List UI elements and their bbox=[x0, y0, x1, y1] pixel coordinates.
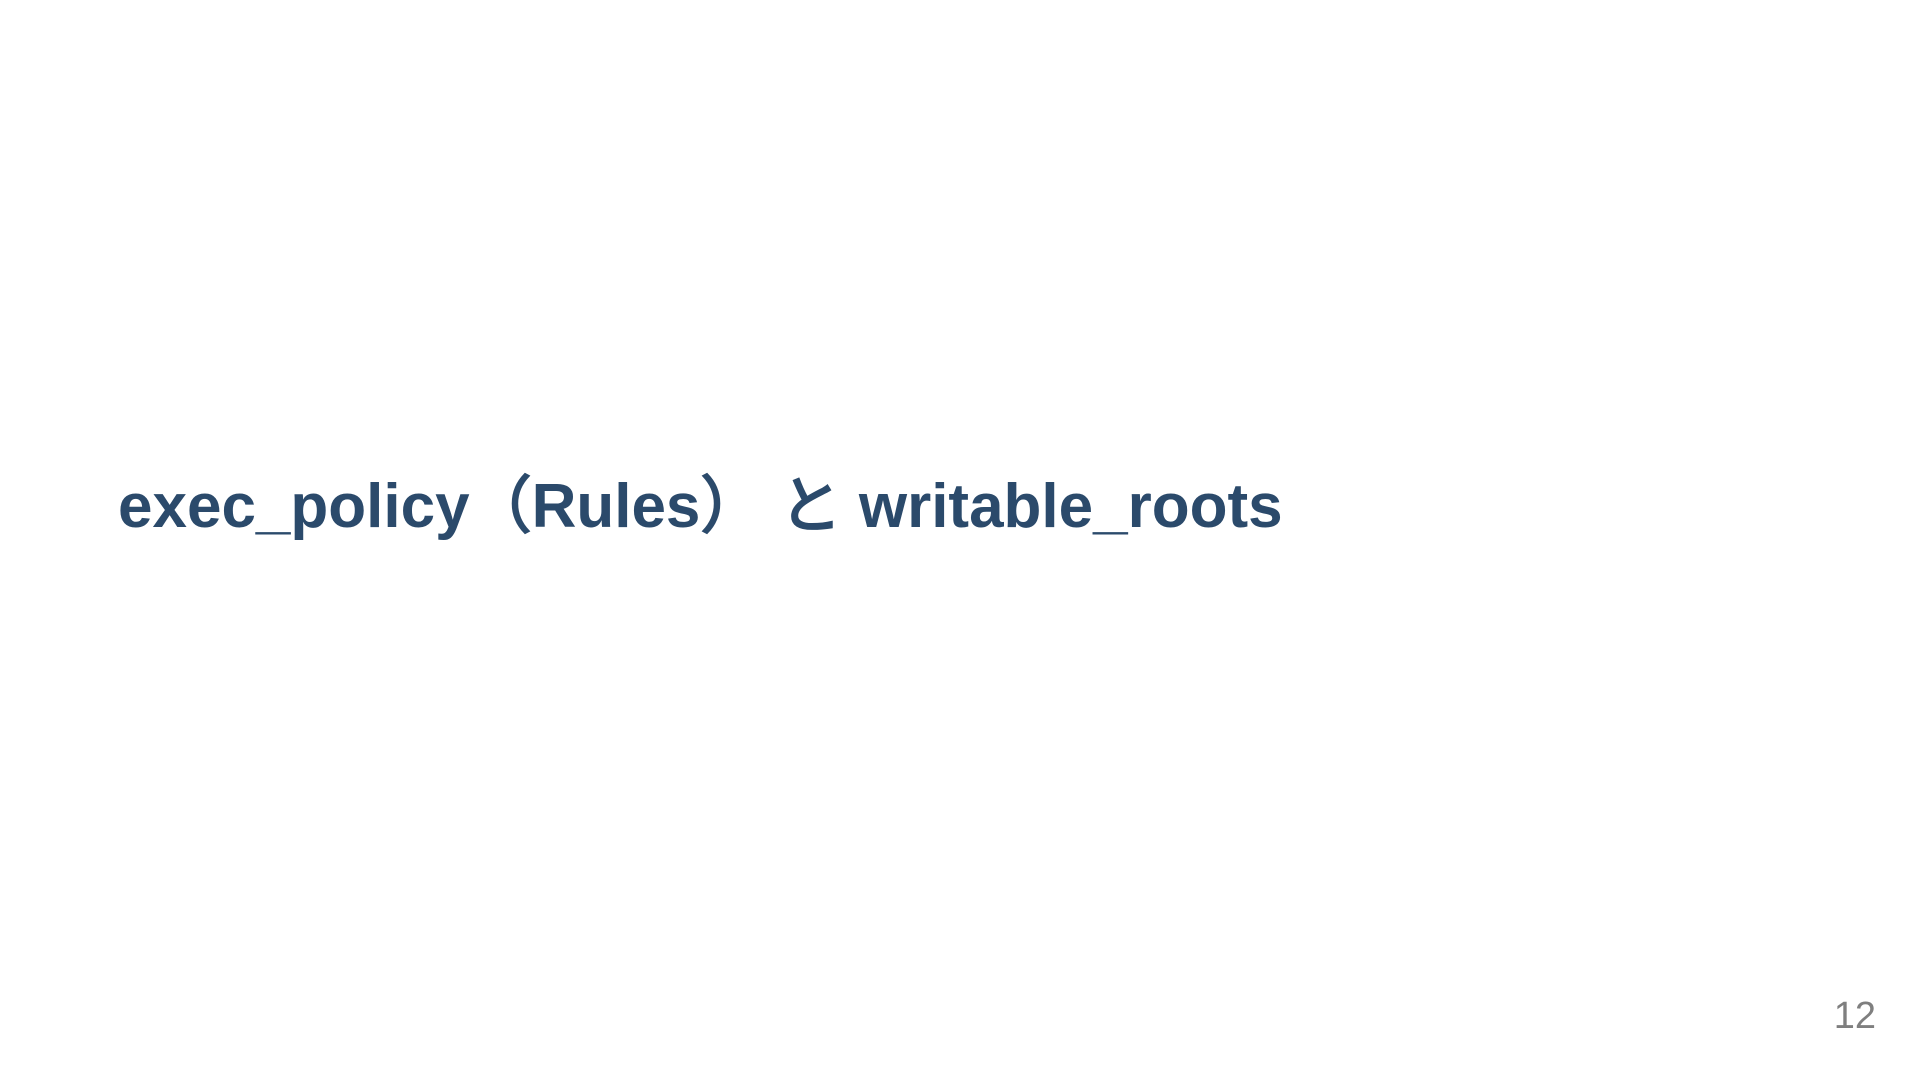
page-number: 12 bbox=[1833, 995, 1876, 1037]
slide-title: exec_policy（Rules） と writable_roots bbox=[118, 472, 1283, 541]
